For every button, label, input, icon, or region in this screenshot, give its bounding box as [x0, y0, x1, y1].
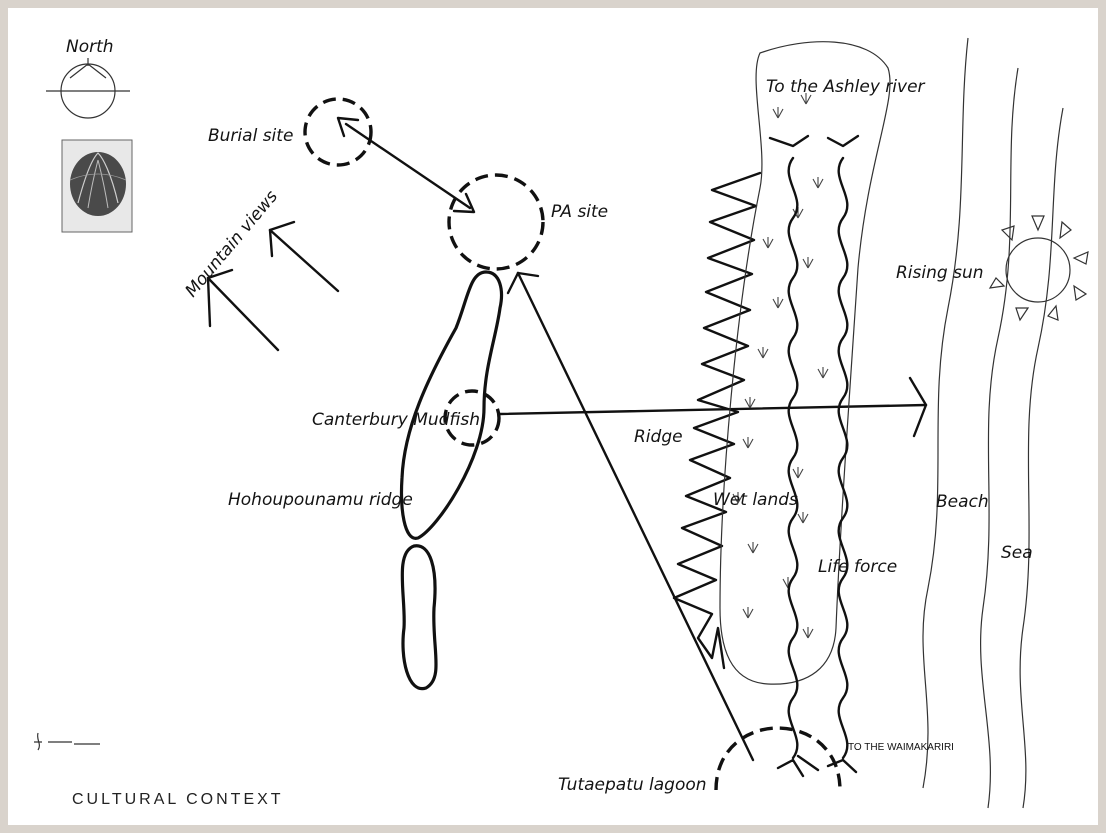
mountain-views-arrows [206, 220, 340, 352]
wetland-outline [719, 41, 891, 685]
ridge-shape-upper [399, 270, 504, 540]
cultural-context-diagram: North Burial site PA site Mountain views… [34, 37, 1089, 809]
burial-site-circle [303, 97, 373, 167]
coast-lines [922, 37, 1064, 809]
caption-text: CULTURAL CONTEXT [72, 791, 284, 808]
wet-lands-label: Wet lands [713, 490, 798, 510]
beach-label: Beach [936, 492, 989, 512]
wetland-grass [732, 92, 829, 639]
rising-sun-label: Rising sun [896, 263, 984, 283]
zigzag-ridge [672, 171, 762, 670]
to-ashley-label: To the Ashley river [766, 77, 926, 97]
pa-site-label: PA site [551, 202, 608, 222]
mountain-views-label: Mountain views [182, 187, 283, 302]
ridge-shape-lower [400, 544, 438, 691]
life-force-lines [768, 134, 860, 778]
to-waimakariri-label: TO THE WAIMAKARIRI [848, 742, 954, 753]
rising-sun-icon [988, 215, 1089, 322]
sea-label: Sea [1001, 543, 1033, 563]
pa-site-circle [447, 173, 545, 271]
lagoon-pa-arrow [506, 271, 755, 762]
mudfish-circle [443, 389, 501, 447]
hohoupounamu-ridge-label: Hohoupounamu ridge [228, 490, 413, 510]
burial-pa-arrow [336, 116, 476, 214]
mudfish-east-arrow [498, 376, 928, 438]
burial-site-label: Burial site [208, 126, 293, 146]
north-label: North [66, 37, 114, 57]
common-ground-logo-icon [61, 139, 133, 233]
canterbury-mudfish-label: Canterbury Mudfish [312, 410, 480, 430]
ridge-label: Ridge [634, 427, 683, 447]
life-force-label: Life force [818, 557, 897, 577]
tutaepatu-lagoon-arc [714, 726, 842, 791]
north-compass-icon [46, 58, 130, 119]
signature-mark [34, 732, 100, 751]
diagram-frame: North Burial site PA site Mountain views… [8, 8, 1098, 825]
tutaepatu-lagoon-label: Tutaepatu lagoon [558, 775, 707, 795]
